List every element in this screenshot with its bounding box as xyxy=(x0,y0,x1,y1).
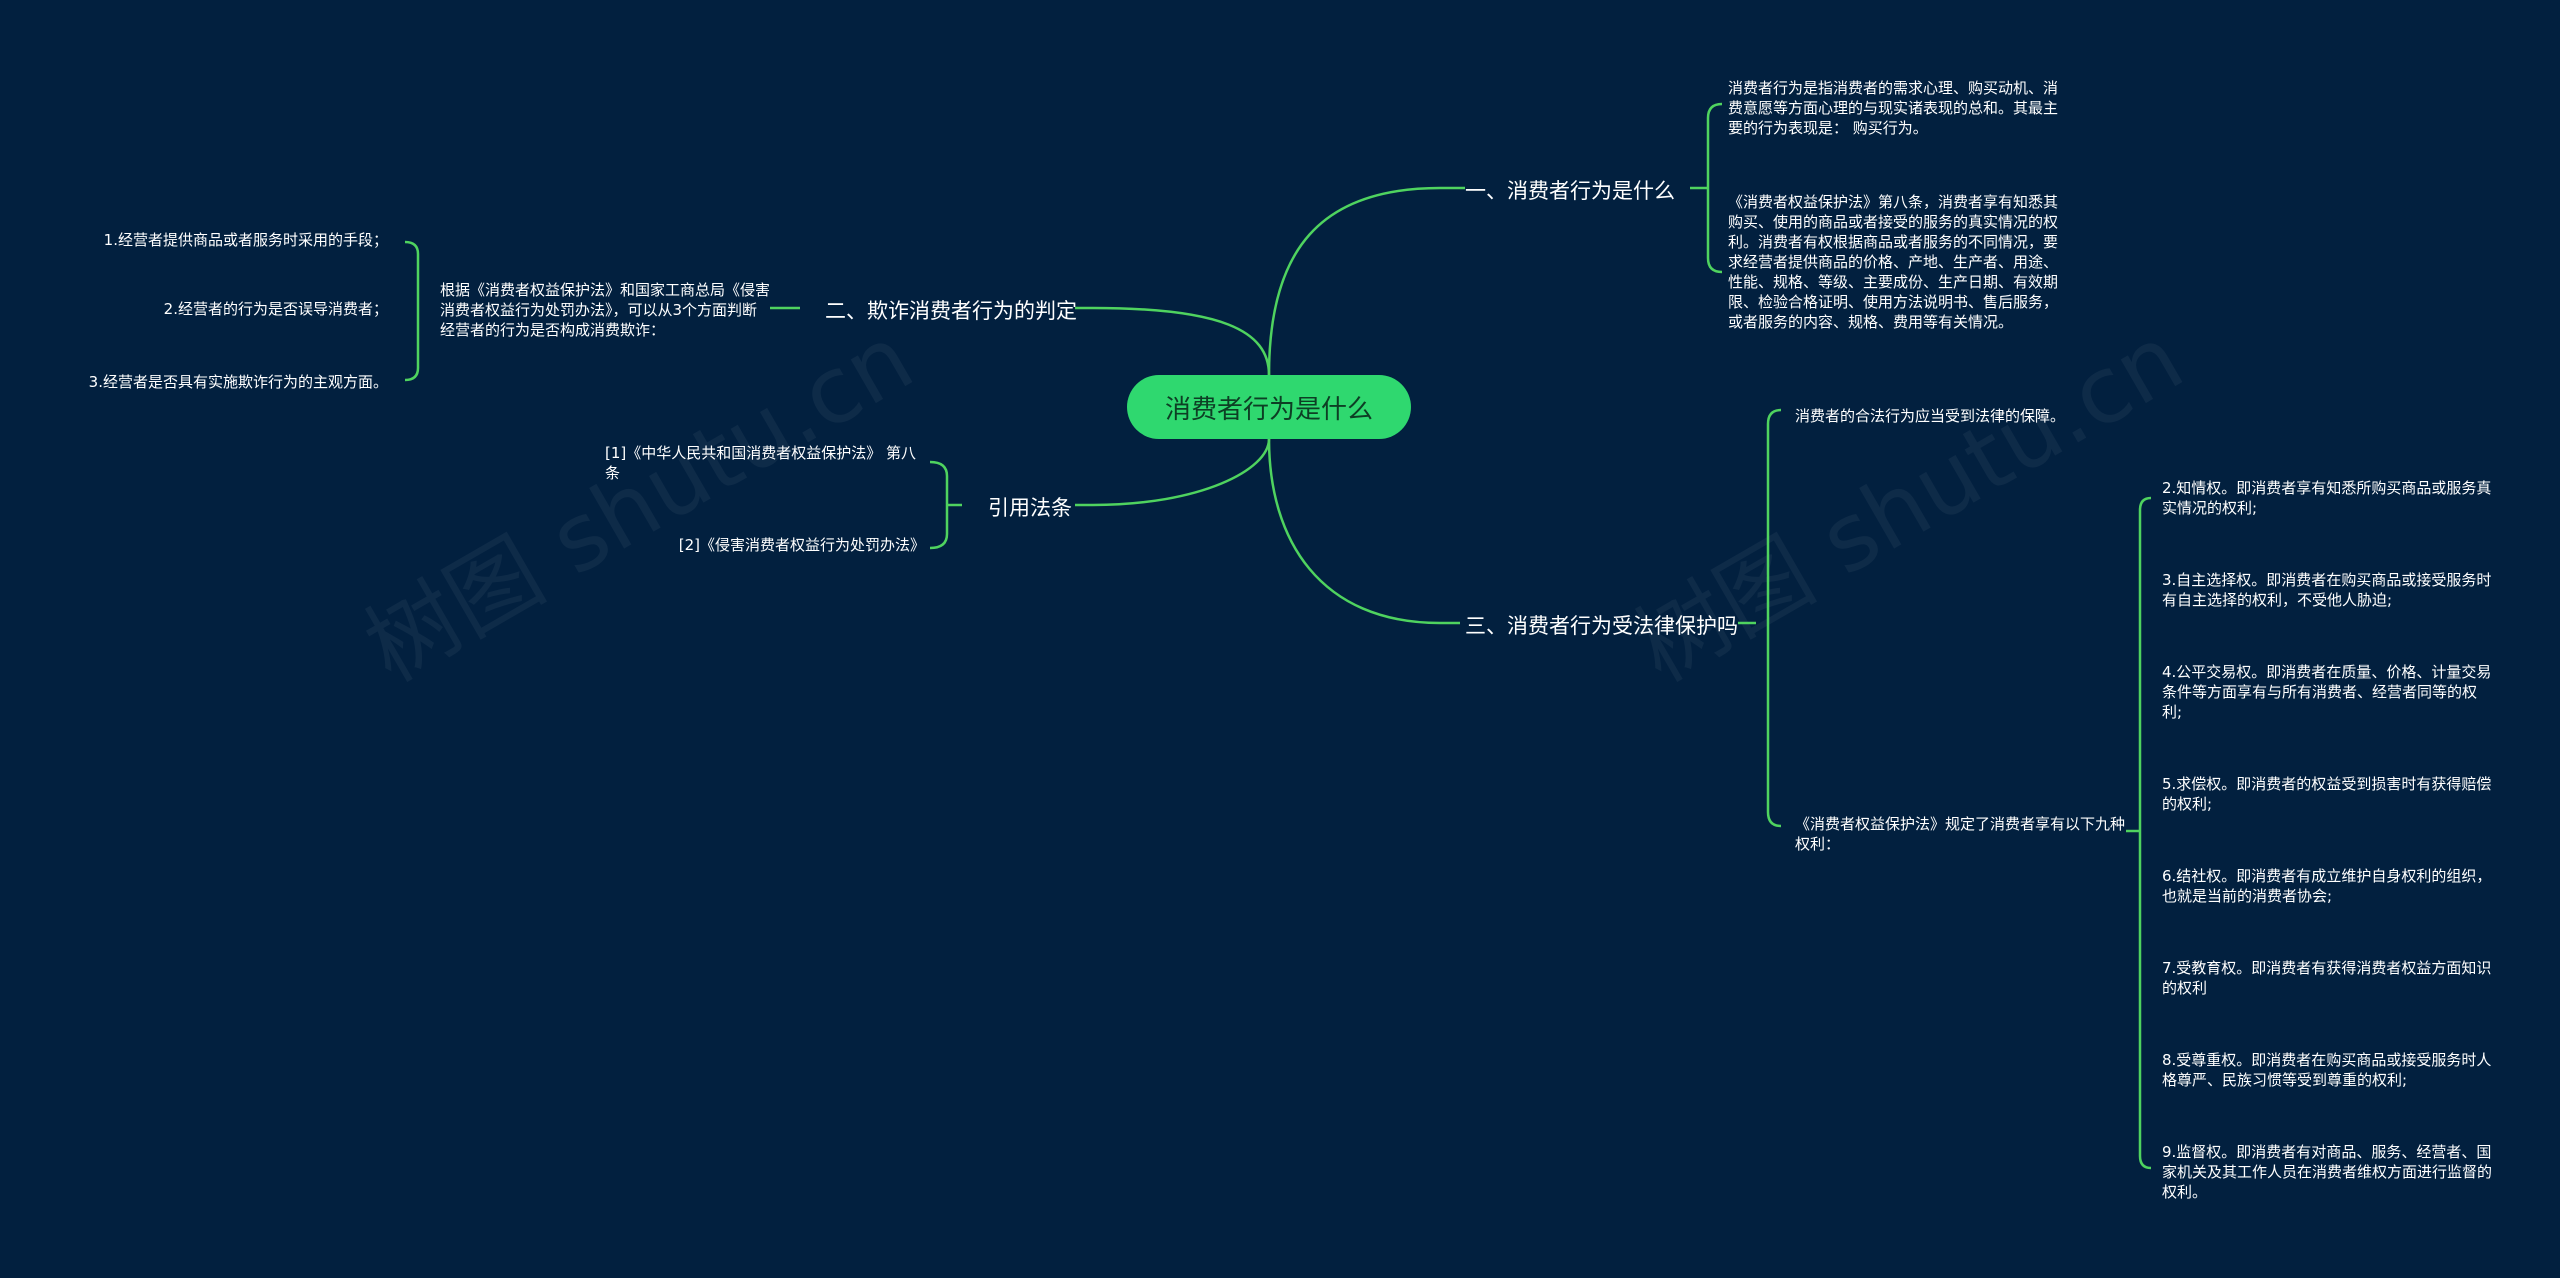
leaf-nine-rights[interactable]: 《消费者权益保护法》规定了消费者享有以下九种权利： xyxy=(1795,815,2126,853)
right-item[interactable]: 2.知情权。即消费者享有知悉所购买商品或服务真实情况的权利; xyxy=(2162,479,2492,517)
branch-fraud-determination[interactable]: 二、欺诈消费者行为的判定 xyxy=(825,299,1077,323)
leaf-citation-2[interactable]: [2]《侵害消费者权益行为处罚办法》 xyxy=(678,536,925,554)
right-item[interactable]: 6.结社权。即消费者有成立维护自身权利的组织，也就是当前的消费者协会; xyxy=(2162,867,2492,905)
right-item[interactable]: 3.自主选择权。即消费者在购买商品或接受服务时有自主选择的权利，不受他人胁迫; xyxy=(2162,571,2492,609)
leaf-fraud-basis[interactable]: 根据《消费者权益保护法》和国家工商总局《侵害消费者权益行为处罚办法》，可以从3个… xyxy=(440,281,771,339)
right-item[interactable]: 9.监督权。即消费者有对商品、服务、经营者、国家机关及其工作人员在消费者维权方面… xyxy=(2162,1143,2493,1201)
right-item[interactable]: 4.公平交易权。即消费者在质量、价格、计量交易条件等方面享有与所有消费者、经营者… xyxy=(2162,663,2492,721)
root-node[interactable]: 消费者行为是什么 xyxy=(1127,375,1411,439)
leaf-citation-1[interactable]: [1]《中华人民共和国消费者权益保护法》 第八条 xyxy=(605,444,917,482)
leaf-fraud-intent[interactable]: 3.经营者是否具有实施欺诈行为的主观方面。 xyxy=(88,373,388,391)
leaf-behavior-definition[interactable]: 消费者行为是指消费者的需求心理、购买动机、消费意愿等方面心理的与现实诸表现的总和… xyxy=(1728,79,2059,137)
branch-consumer-behavior[interactable]: 一、消费者行为是什么 xyxy=(1465,179,1675,203)
right-item[interactable]: 7.受教育权。即消费者有获得消费者权益方面知识的权利 xyxy=(2162,959,2492,997)
leaf-law-article-8[interactable]: 《消费者权益保护法》第八条，消费者享有知悉其购买、使用的商品或者接受的服务的真实… xyxy=(1728,193,2059,331)
leaf-fraud-means[interactable]: 1.经营者提供商品或者服务时采用的手段； xyxy=(103,231,388,249)
leaf-legal-guarantee[interactable]: 消费者的合法行为应当受到法律的保障。 xyxy=(1795,407,2066,425)
leaf-fraud-mislead[interactable]: 2.经营者的行为是否误导消费者； xyxy=(163,300,388,318)
right-item[interactable]: 8.受尊重权。即消费者在购买商品或接受服务时人格尊严、民族习惯等受到尊重的权利; xyxy=(2162,1051,2492,1089)
branch-legal-protection[interactable]: 三、消费者行为受法律保护吗 xyxy=(1465,614,1738,638)
branch-cited-laws[interactable]: 引用法条 xyxy=(988,496,1072,520)
right-item[interactable]: 5.求偿权。即消费者的权益受到损害时有获得赔偿的权利; xyxy=(2162,775,2492,813)
